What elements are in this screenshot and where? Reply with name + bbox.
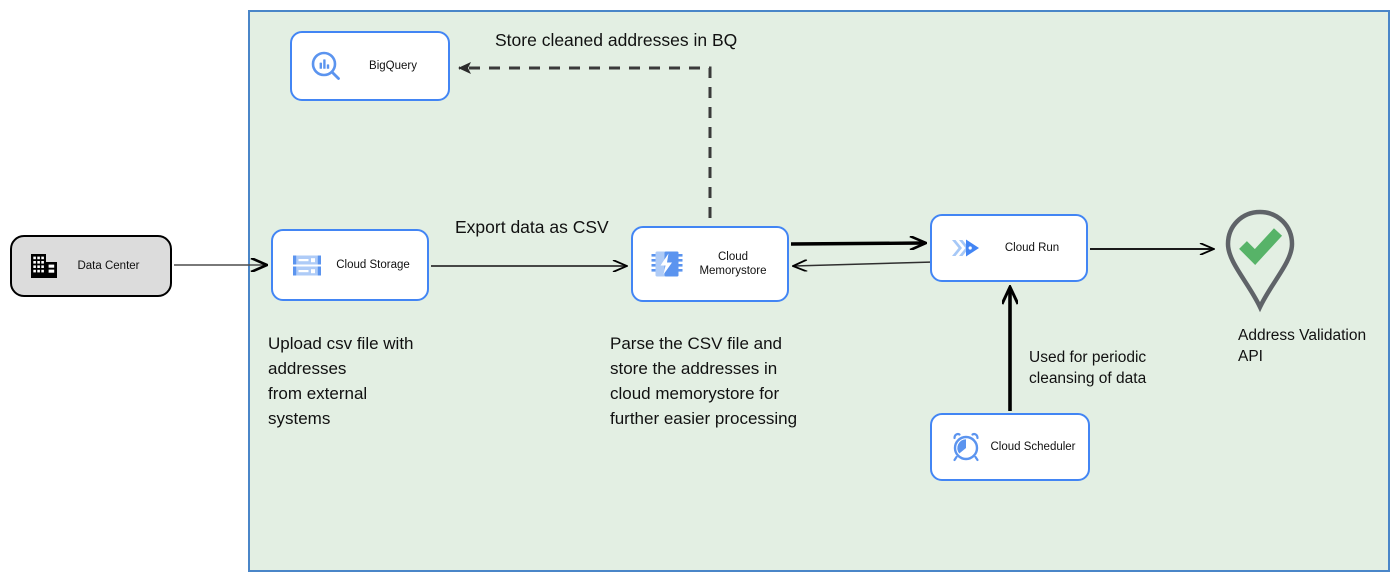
cloud-memorystore-icon xyxy=(649,246,685,282)
node-label-address-validation-api: Address Validation API xyxy=(1238,327,1367,365)
node-label-cloud-storage: Cloud Storage xyxy=(336,258,410,271)
cloud-boundary-group xyxy=(248,10,1390,572)
node-label-data-center: Data Center xyxy=(77,260,140,272)
annotation-parse-csv: Parse the CSV file and store the address… xyxy=(610,334,798,428)
node-label-cloud-scheduler: Cloud Scheduler xyxy=(990,440,1076,453)
edge-label-export-data-as-csv: Export data as CSV xyxy=(455,217,609,237)
map-pin-check-icon xyxy=(1225,209,1295,313)
cloud-run-icon xyxy=(948,230,984,266)
cloud-scheduler-icon xyxy=(948,429,984,465)
node-cloud-run[interactable]: Cloud Run xyxy=(930,214,1088,282)
node-data-center[interactable]: Data Center xyxy=(10,235,172,297)
node-bigquery[interactable]: BigQuery xyxy=(290,31,450,101)
node-label-bigquery: BigQuery xyxy=(369,59,417,72)
node-label-cloud-run: Cloud Run xyxy=(1004,241,1060,254)
node-cloud-scheduler[interactable]: Cloud Scheduler xyxy=(930,413,1090,481)
node-cloud-memorystore[interactable]: Cloud Memorystore xyxy=(631,226,789,302)
node-cloud-storage[interactable]: Cloud Storage xyxy=(271,229,429,301)
node-address-validation-api[interactable] xyxy=(1218,206,1302,314)
annotation-upload-csv: Upload csv file with addresses from exte… xyxy=(268,334,414,428)
edge-label-periodic-cleansing: Used for periodic cleansing of data xyxy=(1029,349,1147,387)
edge-label-store-cleaned-addresses: Store cleaned addresses in BQ xyxy=(495,30,738,50)
datacenter-building-icon xyxy=(29,251,59,281)
bigquery-icon xyxy=(308,48,344,84)
node-label-cloud-memorystore: Cloud Memorystore xyxy=(699,250,767,277)
cloud-storage-icon xyxy=(289,247,325,283)
